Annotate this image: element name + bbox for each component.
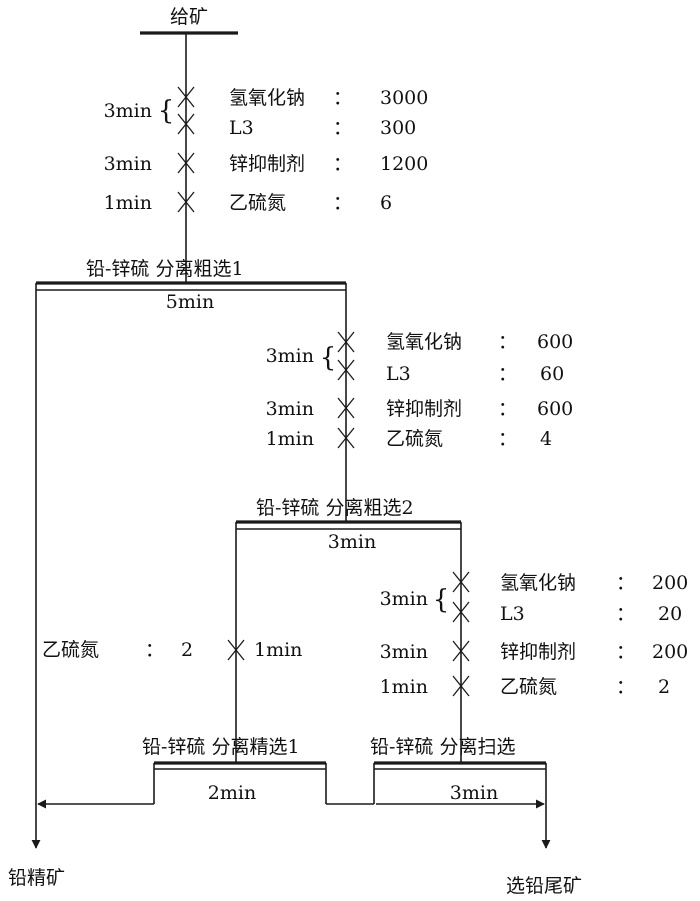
stage3-reagent-colon: ： xyxy=(616,641,635,663)
stage2-reagent-colon: ： xyxy=(498,331,517,353)
stage2-reagent-name: 乙硫氮 xyxy=(386,428,443,450)
stage1-reagent-name: 乙硫氮 xyxy=(229,192,286,214)
feed-label: 给矿 xyxy=(170,6,208,28)
stage3-time-2: 3min xyxy=(380,641,428,663)
stage2-time-3: 1min xyxy=(266,428,314,450)
cleaner-reagent-colon: ： xyxy=(145,639,164,661)
stage1-reagent-colon: ： xyxy=(333,192,352,214)
stage3-reagent-name: L3 xyxy=(500,603,525,625)
stage3-reagent-name: 乙硫氮 xyxy=(500,676,557,698)
stage1-reagent-dose: 1200 xyxy=(380,153,428,175)
cleaner-time-label: 2min xyxy=(208,782,256,804)
stage1-time-2: 3min xyxy=(104,153,152,175)
stage2-reagent-colon: ： xyxy=(498,398,517,420)
cleaner-reagent-name: 乙硫氮 xyxy=(42,639,99,661)
stage3-time-1: 3min xyxy=(380,588,428,610)
stage1-time-3: 1min xyxy=(104,192,152,214)
stage2-reagent-colon: ： xyxy=(498,363,517,385)
brace-icon: { xyxy=(433,585,450,615)
brace-icon: { xyxy=(320,343,337,373)
cleaner-time: 1min xyxy=(254,639,302,661)
stage1-reagent-colon: ： xyxy=(333,117,352,139)
stage1-reagent-dose: 300 xyxy=(380,117,416,139)
stage2-reagent-name: 氢氧化钠 xyxy=(386,331,462,353)
cleaner-label: 铅-锌硫 分离精选1 xyxy=(142,736,300,758)
stage3-reagent-dose: 200 xyxy=(652,572,688,594)
stage1-reagent-colon: ： xyxy=(333,87,352,109)
stage1-reagent-dose: 6 xyxy=(380,192,392,214)
rougher1-label: 铅-锌硫 分离粗选1 xyxy=(86,258,244,280)
stage2-time-2: 3min xyxy=(266,398,314,420)
scavenger-label: 铅-锌硫 分离扫选 xyxy=(370,736,515,758)
rougher2-label: 铅-锌硫 分离粗选2 xyxy=(256,497,414,519)
lead-concentrate-label: 铅精矿 xyxy=(8,867,65,889)
cleaner-reagent-dose: 2 xyxy=(181,639,193,661)
stage1-reagent-name: 氢氧化钠 xyxy=(229,87,305,109)
stage1-reagent-name: L3 xyxy=(229,117,254,139)
stage2-reagent-dose: 60 xyxy=(540,363,564,385)
stage2-reagent-name: L3 xyxy=(386,363,411,385)
stage2-reagent-colon: ： xyxy=(498,428,517,450)
brace-icon: { xyxy=(158,96,175,126)
stage3-reagent-name: 锌抑制剂 xyxy=(500,641,576,663)
stage3-reagent-colon: ： xyxy=(616,603,635,625)
stage3-reagent-dose: 20 xyxy=(658,603,682,625)
scavenger-time-label: 3min xyxy=(450,782,498,804)
rougher2-time: 3min xyxy=(328,531,376,553)
stage1-reagent-name: 锌抑制剂 xyxy=(229,153,305,175)
stage1-reagent-dose: 3000 xyxy=(380,87,428,109)
stage2-reagent-dose: 600 xyxy=(537,331,573,353)
stage1-reagent-colon: ： xyxy=(333,153,352,175)
stage3-reagent-dose: 200 xyxy=(652,641,688,663)
stage3-reagent-colon: ： xyxy=(616,572,635,594)
stage2-reagent-dose: 600 xyxy=(537,398,573,420)
stage3-time-3: 1min xyxy=(380,676,428,698)
stage2-reagent-dose: 4 xyxy=(540,428,552,450)
stage2-reagent-name: 锌抑制剂 xyxy=(386,398,462,420)
stage1-time-1: 3min xyxy=(104,100,152,122)
stage3-reagent-colon: ： xyxy=(616,676,635,698)
lead-tailings-label: 选铅尾矿 xyxy=(506,875,582,897)
stage2-time-1: 3min xyxy=(266,345,314,367)
stage3-reagent-dose: 2 xyxy=(658,676,670,698)
rougher1-time: 5min xyxy=(166,291,214,313)
stage3-reagent-name: 氢氧化钠 xyxy=(500,572,576,594)
